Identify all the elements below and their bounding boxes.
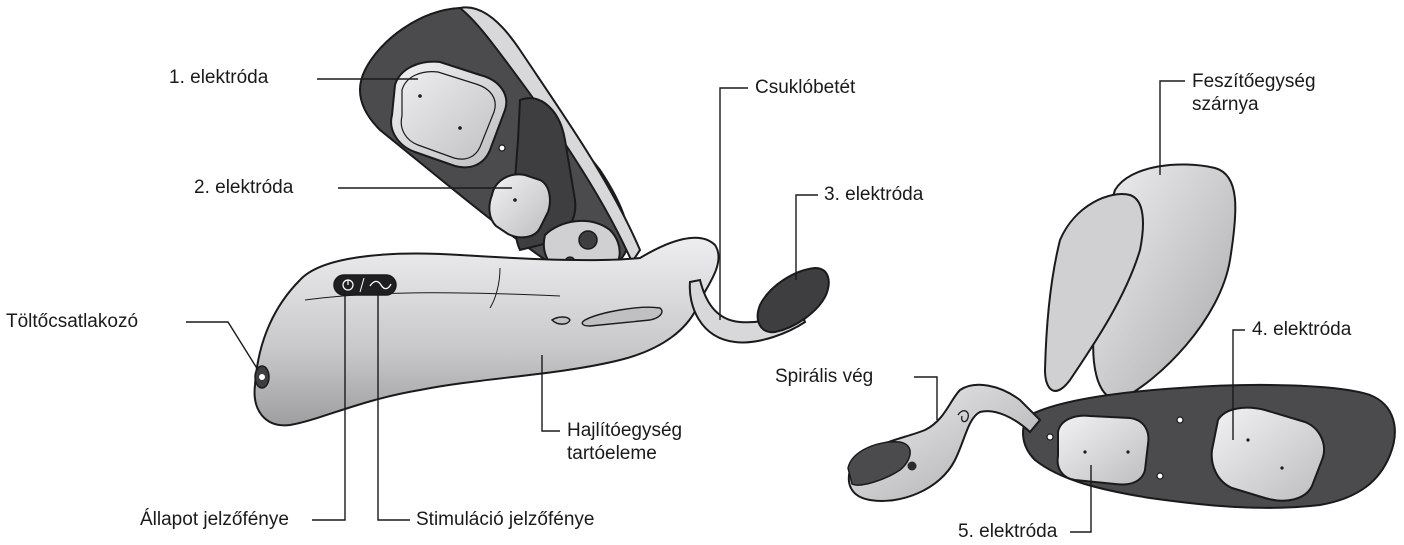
label-wrist-insert: Csuklóbetét xyxy=(755,76,855,99)
electrode-2-pad xyxy=(489,174,550,237)
label-electrode-3: 3. elektróda xyxy=(824,183,923,206)
label-electrode-1: 1. elektróda xyxy=(169,66,268,89)
label-extensor-wing-2: szárnya xyxy=(1192,93,1259,116)
label-stimulation-light: Stimuláció jelzőfénye xyxy=(416,508,594,531)
label-charging-port: Töltőcsatlakozó xyxy=(6,310,138,333)
flexor-holder-body xyxy=(255,238,719,426)
label-status-light: Állapot jelzőfénye xyxy=(140,508,289,531)
label-electrode-2: 2. elektróda xyxy=(194,176,293,199)
electrode-3-pad xyxy=(758,268,829,332)
label-extensor-wing-1: Feszítőegység xyxy=(1192,70,1316,93)
label-spiral-end: Spirális vég xyxy=(775,365,873,388)
label-electrode-5: 5. elektróda xyxy=(958,520,1057,543)
electrode-5-pad xyxy=(1058,416,1149,485)
label-electrode-4: 4. elektróda xyxy=(1252,318,1351,341)
label-flexor-holder-2: tartóeleme xyxy=(567,442,657,465)
spiral-end xyxy=(849,385,1040,501)
label-flexor-holder-1: Hajlítóegység xyxy=(567,419,682,442)
